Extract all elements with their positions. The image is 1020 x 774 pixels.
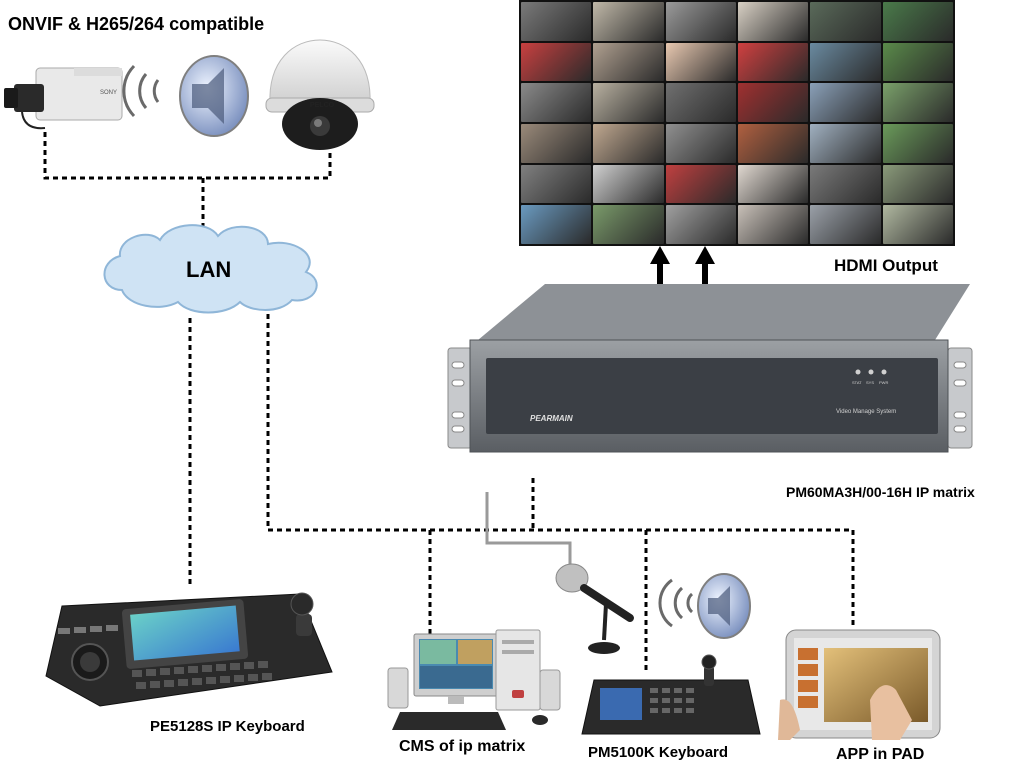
cms-label: CMS of ip matrix xyxy=(399,738,526,755)
video-tile xyxy=(882,83,953,122)
video-tile xyxy=(521,124,592,163)
video-tile xyxy=(521,164,592,204)
video-tile xyxy=(665,164,736,204)
lan-label: LAN xyxy=(186,257,232,282)
video-tile xyxy=(593,2,664,41)
microphone-icon xyxy=(555,563,634,654)
video-tile xyxy=(593,83,664,122)
video-tile xyxy=(882,2,953,41)
video-tile xyxy=(810,205,881,244)
video-tile xyxy=(882,42,953,82)
pelco-logo: PELCO xyxy=(310,102,335,109)
video-tile xyxy=(810,164,881,204)
lan-cloud-icon xyxy=(103,224,318,314)
video-tile xyxy=(882,124,953,163)
ip-matrix-device xyxy=(447,284,973,453)
sony-logo: SONY xyxy=(100,90,117,96)
led-sys-label: SYS xyxy=(866,380,874,385)
video-tile xyxy=(738,164,809,204)
video-tile xyxy=(810,42,881,82)
video-tile xyxy=(521,83,592,122)
matrix-brand: PEARMAIN xyxy=(530,414,573,423)
video-tile xyxy=(593,124,664,163)
led-stat-label: STAT xyxy=(852,380,862,385)
video-tile xyxy=(738,205,809,244)
speaker-icon xyxy=(122,55,249,137)
video-tile xyxy=(665,83,736,122)
video-tile xyxy=(738,124,809,163)
matrix-panel-text: Video Manage System xyxy=(836,409,896,415)
lan-device-links xyxy=(188,305,855,673)
video-tile xyxy=(593,205,664,244)
pe5128s-keyboard-label: PE5128S IP Keyboard xyxy=(150,718,305,735)
video-tile xyxy=(593,42,664,82)
camera-lan-link xyxy=(43,132,332,232)
video-wall xyxy=(519,0,955,246)
video-tile xyxy=(738,83,809,122)
hdmi-output-label: HDMI Output xyxy=(834,256,938,275)
cms-workstation-icon xyxy=(387,629,561,730)
video-tile xyxy=(521,42,592,82)
video-tile xyxy=(738,42,809,82)
video-tile xyxy=(665,205,736,244)
video-tile xyxy=(810,2,881,41)
video-tile xyxy=(521,205,592,244)
video-tile xyxy=(810,124,881,163)
pad-label: APP in PAD xyxy=(836,746,925,763)
video-tile xyxy=(593,164,664,204)
pm5100k-keyboard-label: PM5100K Keyboard xyxy=(588,744,729,761)
video-tile xyxy=(738,2,809,41)
video-tile xyxy=(665,42,736,82)
led-pwr-label: PWR xyxy=(879,380,888,385)
video-tile xyxy=(810,83,881,122)
dome-camera-icon xyxy=(265,39,375,150)
hdmi-arrows xyxy=(650,246,715,284)
diagram-title: ONVIF & H265/264 compatible xyxy=(8,14,265,34)
pm5100k-keyboard-icon xyxy=(581,654,761,735)
video-tile xyxy=(882,164,953,204)
speaker-icon-2 xyxy=(658,573,751,639)
pe5128s-keyboard-icon xyxy=(45,592,333,707)
video-tile xyxy=(665,2,736,41)
video-tile xyxy=(521,2,592,41)
video-tile xyxy=(665,124,736,163)
video-tile xyxy=(882,205,953,244)
audio-link xyxy=(485,492,572,566)
box-camera-icon xyxy=(4,67,123,130)
tablet-icon xyxy=(778,629,941,740)
ip-matrix-label: PM60MA3H/00-16H IP matrix xyxy=(786,484,975,500)
